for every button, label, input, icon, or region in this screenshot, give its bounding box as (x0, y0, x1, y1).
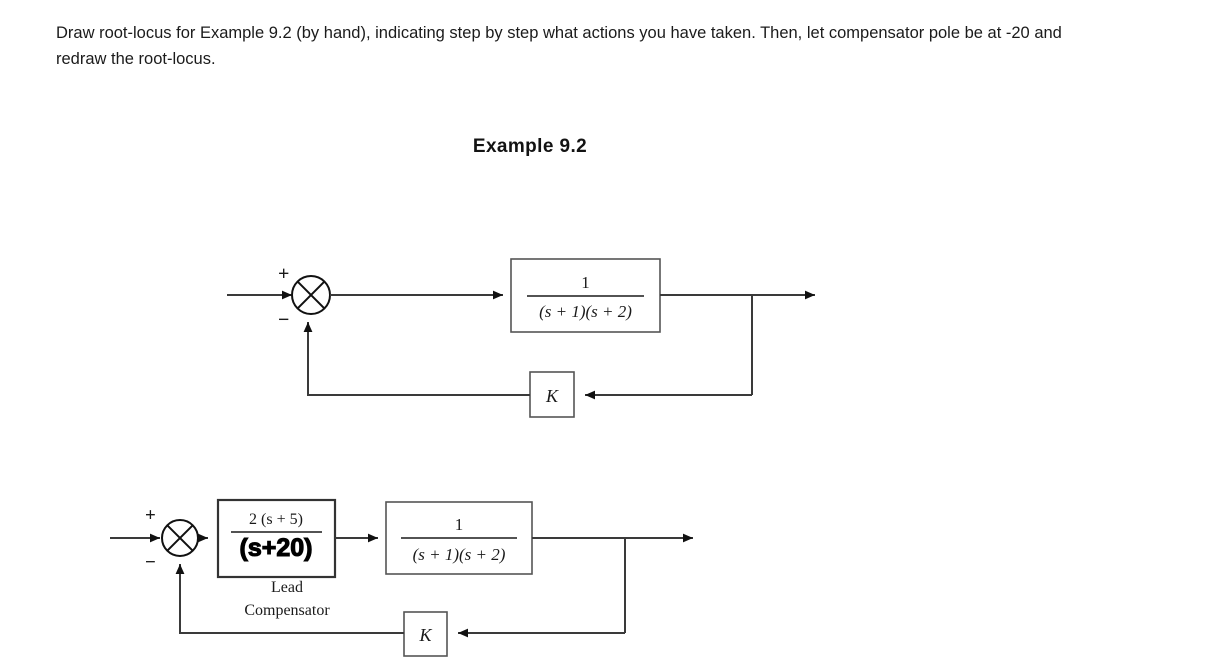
plant-denominator-1: (s + 1)(s + 2) (539, 302, 632, 321)
compensator-caption-line1: Lead (271, 579, 303, 596)
page-title: Example 9.2 (472, 136, 588, 157)
gain-label-1: K (545, 386, 559, 406)
prompt-text: Draw root-locus for Example 9.2 (by hand… (56, 24, 1062, 68)
plant-numerator-2: 1 (455, 515, 464, 534)
plant-denominator-2: (s + 1)(s + 2) (413, 545, 506, 564)
compensator-denominator-annotation: (s+20) (240, 534, 313, 562)
summing-minus-sign-2: − (145, 552, 156, 573)
compensator-numerator: 2 (s + 5) (249, 511, 303, 528)
gain-block-1 (529, 371, 575, 418)
gain-label-2: K (418, 625, 432, 645)
summing-junction-1 (291, 275, 331, 315)
compensator-caption-line2: Compensator (244, 602, 330, 619)
diagram-one: + − 1 (s + 1)(s + 2) K (227, 258, 815, 418)
summing-minus-sign-1: − (278, 309, 289, 331)
summing-plus-sign-1: + (278, 263, 289, 285)
summing-junction-2 (161, 519, 199, 557)
diagram-two: + − 2 (s + 5) (s+20) Lead Compensator 1 … (110, 498, 693, 657)
summing-plus-sign-2: + (145, 505, 156, 526)
plant-numerator-1: 1 (581, 273, 590, 292)
compensator-block (216, 498, 337, 579)
gain-block-2 (403, 611, 448, 657)
